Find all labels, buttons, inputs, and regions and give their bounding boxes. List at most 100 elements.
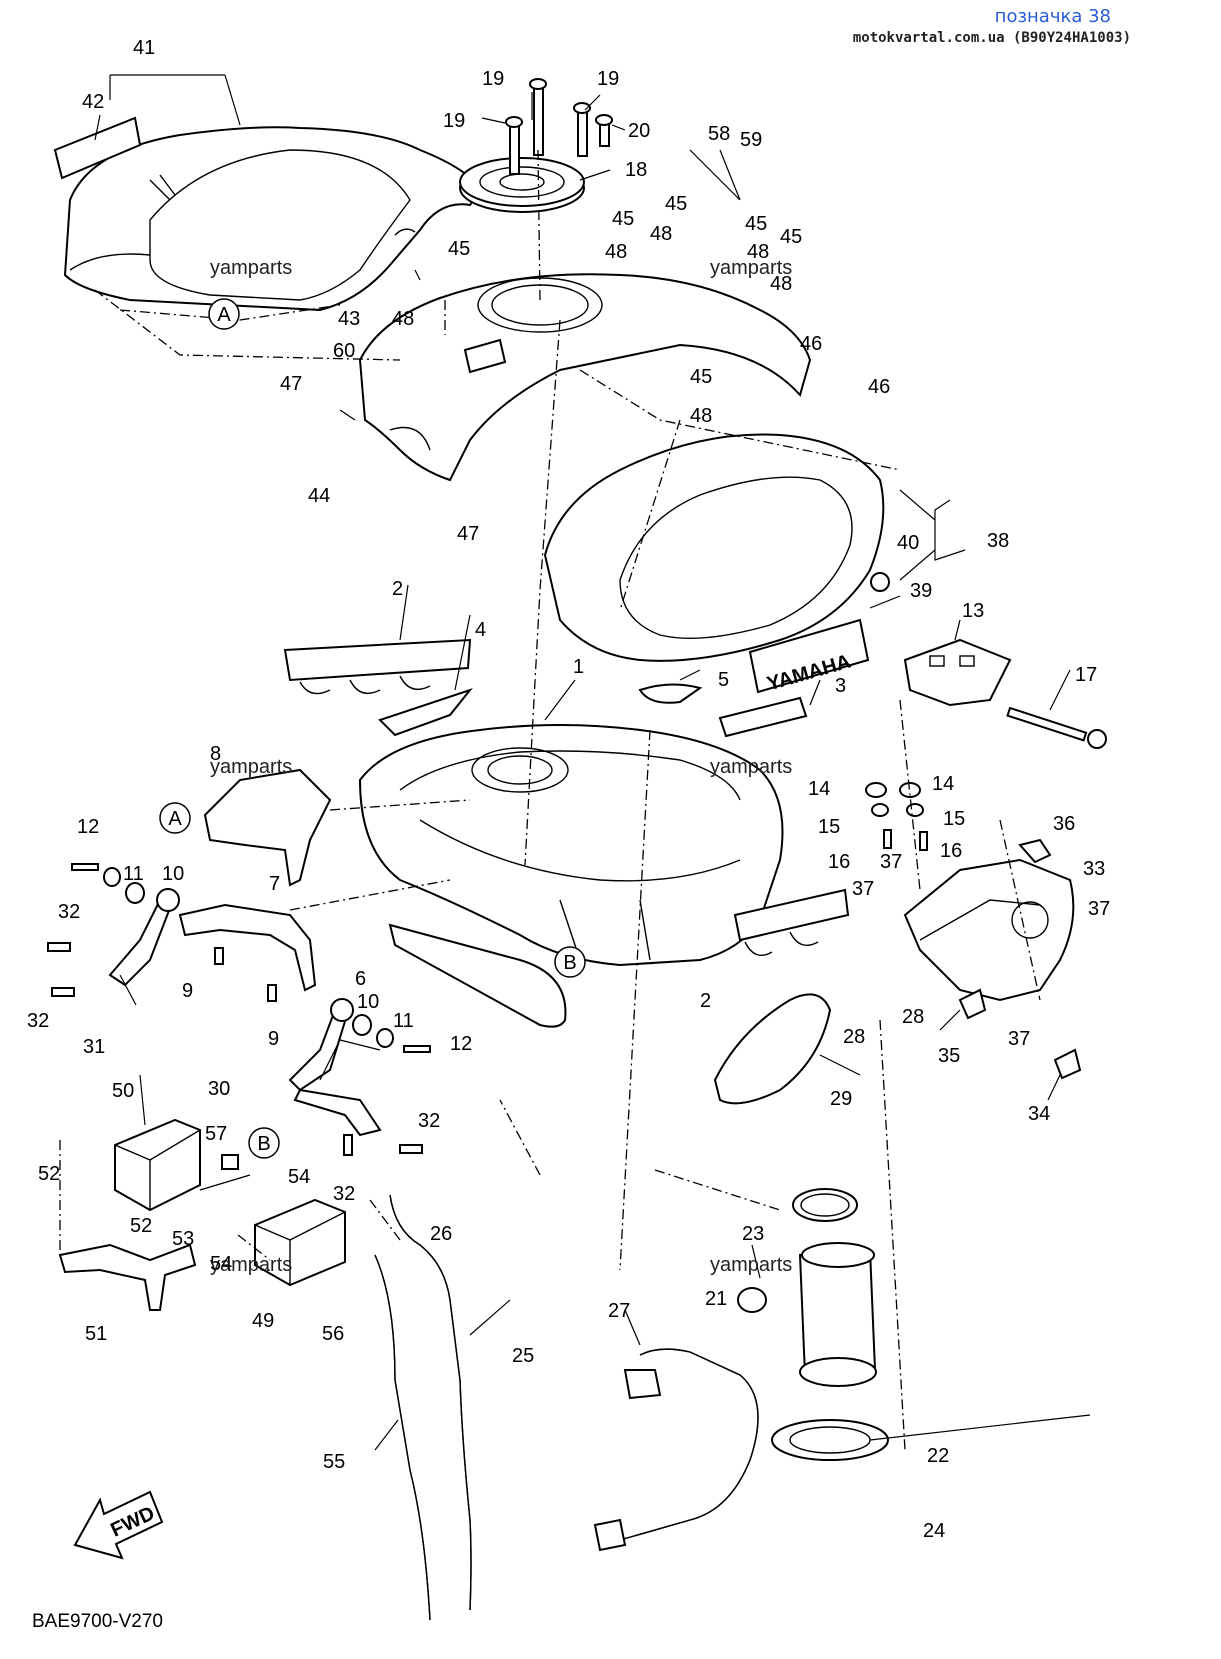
callout: 13 <box>962 600 984 622</box>
clip-34 <box>1053 1048 1082 1080</box>
watermark-2: yamparts <box>710 257 792 279</box>
callout: 37 <box>1088 898 1110 920</box>
callout: 1 <box>573 656 584 678</box>
callout: 57 <box>205 1123 227 1145</box>
callout: 52 <box>38 1163 60 1185</box>
callout: 14 <box>932 773 954 795</box>
collars-10-11-12 <box>71 863 431 1053</box>
stay-31 <box>108 888 180 987</box>
callout: 7 <box>269 873 280 895</box>
side-cover-38 <box>543 433 890 662</box>
watermark-3: yamparts <box>210 756 292 778</box>
callout: 53 <box>172 1228 194 1250</box>
callout: 59 <box>740 129 762 151</box>
callout: 15 <box>943 808 965 830</box>
stay-7 <box>178 903 317 992</box>
callout: 34 <box>1028 1103 1050 1125</box>
callout: 48 <box>770 273 792 295</box>
fwd-arrow: FWD <box>73 1490 164 1560</box>
callout: 11 <box>393 1010 414 1032</box>
callout: 32 <box>333 1183 355 1205</box>
hose-25 <box>389 1194 472 1611</box>
callout: 45 <box>690 366 712 388</box>
sticker-3 <box>718 696 808 738</box>
callout: 51 <box>85 1323 107 1345</box>
callout: 50 <box>112 1080 134 1102</box>
callout: 48 <box>605 241 627 263</box>
header-source: motokvartal.com.ua (B90Y24HA1003) <box>852 30 1131 46</box>
callout: 12 <box>450 1033 472 1055</box>
callout: 28 <box>843 1026 865 1048</box>
callout: 49 <box>252 1310 274 1332</box>
callout: 6 <box>355 968 366 990</box>
damper-4 <box>378 687 473 737</box>
callout: 54 <box>288 1166 310 1188</box>
callout: 29 <box>830 1088 852 1110</box>
watermark-4: yamparts <box>710 756 792 778</box>
callout: 32 <box>27 1010 49 1032</box>
callout: 48 <box>392 308 414 330</box>
callout: 21 <box>705 1288 727 1310</box>
ref-b-hose: B <box>248 1127 280 1159</box>
callout: 45 <box>448 238 470 260</box>
callout: 55 <box>323 1451 345 1473</box>
callout: 46 <box>800 333 822 355</box>
callout: 2 <box>700 990 711 1012</box>
callout: 48 <box>650 223 672 245</box>
callout: 41 <box>133 37 155 59</box>
callout: 12 <box>77 816 99 838</box>
callout: 46 <box>868 376 890 398</box>
ref-b-hose-label: B <box>257 1133 270 1155</box>
damper-5 <box>638 683 703 704</box>
callout: 52 <box>130 1215 152 1237</box>
ref-b-tank: B <box>554 946 586 978</box>
callout: 10 <box>357 991 379 1013</box>
callout: 20 <box>628 120 650 142</box>
callout: 37 <box>880 851 902 873</box>
callout: 42 <box>82 91 104 113</box>
callout: 16 <box>940 840 962 862</box>
callout: 38 <box>987 530 1009 552</box>
bracket-2-top <box>283 638 472 695</box>
callout: 18 <box>625 159 647 181</box>
callout: 17 <box>1075 664 1097 686</box>
drawing-code: BAE9700-V270 <box>32 1611 163 1632</box>
hose-27 <box>593 1348 759 1552</box>
callout-labels: 41 42 19 19 19 20 18 58 59 45 48 45 45 4… <box>27 37 1110 1542</box>
callout: 10 <box>162 863 184 885</box>
callout: 26 <box>430 1223 452 1245</box>
clip-35 <box>958 988 987 1020</box>
callout: 33 <box>1083 858 1105 880</box>
callout: 56 <box>322 1323 344 1345</box>
assembly-lines <box>59 149 1041 1451</box>
fuel-tank-1 <box>358 724 784 967</box>
callout: 60 <box>333 340 355 362</box>
header-title: позначка 38 <box>994 6 1111 27</box>
callout: 58 <box>708 123 730 145</box>
retainer-22 <box>771 1419 889 1461</box>
clip-36 <box>1018 838 1052 864</box>
callout: 19 <box>443 110 465 132</box>
callout: 4 <box>475 619 486 641</box>
ref-a-top: A <box>208 298 240 330</box>
callout: 40 <box>897 532 919 554</box>
callout: 14 <box>808 778 830 800</box>
canister-49 <box>254 1198 346 1287</box>
emblem-42 <box>53 116 142 180</box>
callout: 19 <box>482 68 504 90</box>
callout: 45 <box>780 226 802 248</box>
callout: 5 <box>718 669 729 691</box>
callout: 32 <box>418 1110 440 1132</box>
watermark-5: yamparts <box>210 1254 292 1276</box>
bracket-51 <box>58 1243 197 1311</box>
bracket-8 <box>203 768 332 887</box>
callout: 45 <box>665 193 687 215</box>
ref-a-top-label: A <box>217 304 231 326</box>
callout: 48 <box>690 405 712 427</box>
callout: 45 <box>745 213 767 235</box>
fuel-pump-21 <box>737 1242 877 1387</box>
ref-a-left-label: A <box>168 808 182 830</box>
callout: 8 <box>210 743 221 765</box>
hoses-53-54-57 <box>199 1154 251 1191</box>
